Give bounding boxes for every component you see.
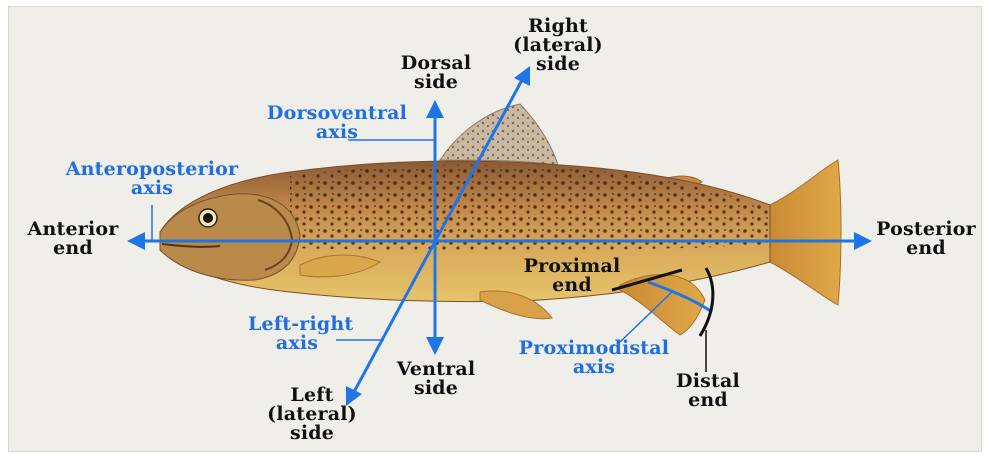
dorsal-side-label: Dorsal side [394,54,478,92]
proximodistal-axis-label: Proximodistal axis [508,339,680,377]
leftright-line2: axis [248,334,346,353]
proximal-line2: end [514,276,630,295]
proximodistal-line2: axis [508,358,680,377]
dorsoventral-line2: axis [254,123,420,142]
dorsal-line2: side [394,73,478,92]
anterior-end-label: Anterior end [18,220,128,258]
left-line3: side [262,424,362,443]
ventral-line2: side [388,379,484,398]
proximal-end-label: Proximal end [514,257,630,295]
ventral-side-label: Ventral side [388,360,484,398]
distal-end-label: Distal end [668,372,748,410]
caudal-fin [770,160,841,305]
anteroposterior-axis-label: Anteroposterior axis [52,160,252,198]
posterior-line2: end [870,239,982,258]
anteroposterior-line2: axis [52,179,252,198]
ventral-arrowhead [426,337,444,355]
fish-head [160,194,300,280]
right-lateral-side-label: Right (lateral) side [508,17,608,74]
left-lateral-side-label: Left (lateral) side [262,386,362,443]
distal-line2: end [668,391,748,410]
dorsoventral-axis-label: Dorsoventral axis [254,104,420,142]
anterior-arrowhead [127,232,145,250]
right-line3: side [508,55,608,74]
anterior-line2: end [18,239,128,258]
dorsal-arrowhead [426,100,444,118]
posterior-end-label: Posterior end [870,220,982,258]
left-right-axis-label: Left-right axis [248,315,346,353]
